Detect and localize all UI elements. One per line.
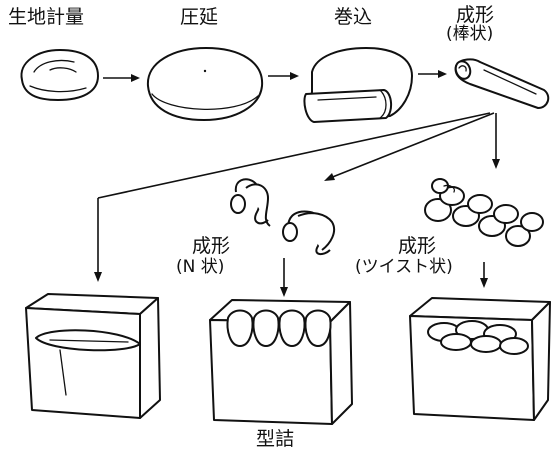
pan-twist-illustration: [409, 297, 551, 421]
label-rolling: 巻込: [334, 6, 373, 28]
arrow-roll-to-stick: [418, 70, 447, 78]
label-sheeting: 圧延: [180, 6, 219, 28]
n-shape-dough-illustration: [230, 178, 336, 256]
arrow-stick-to-straight-pan: [94, 112, 491, 282]
rolled-dough-illustration: [303, 47, 413, 123]
label-shaping-twist-title: 成形: [398, 235, 437, 257]
pan-straight-illustration: [25, 293, 161, 419]
arrow-stick-to-n-shape: [324, 112, 495, 181]
stick-dough-illustration: [454, 58, 550, 109]
arrow-weigh-to-sheet: [103, 74, 140, 82]
label-shaping-n-title: 成形: [192, 235, 231, 257]
label-shaping-stick-sub: (棒状): [446, 24, 494, 44]
label-shaping-twist-sub: (ツイスト状): [355, 257, 453, 277]
sheeted-dough-illustration: [146, 47, 264, 121]
label-panning: 型詰: [256, 428, 295, 450]
arrow-sheet-to-roll: [268, 72, 299, 80]
arrow-n-shape-to-pan: [280, 258, 288, 297]
label-dough-weighing: 生地計量: [8, 6, 85, 28]
arrow-twist-to-pan: [480, 262, 488, 288]
label-shaping-n-sub: (N 状): [176, 257, 225, 277]
dough-ball-illustration: [20, 49, 99, 101]
twist-dough-illustration: [424, 178, 544, 247]
pan-n-shape-illustration: [209, 299, 353, 425]
arrow-stick-to-twist: [492, 113, 500, 169]
label-shaping-stick-title: 成形: [456, 4, 495, 26]
